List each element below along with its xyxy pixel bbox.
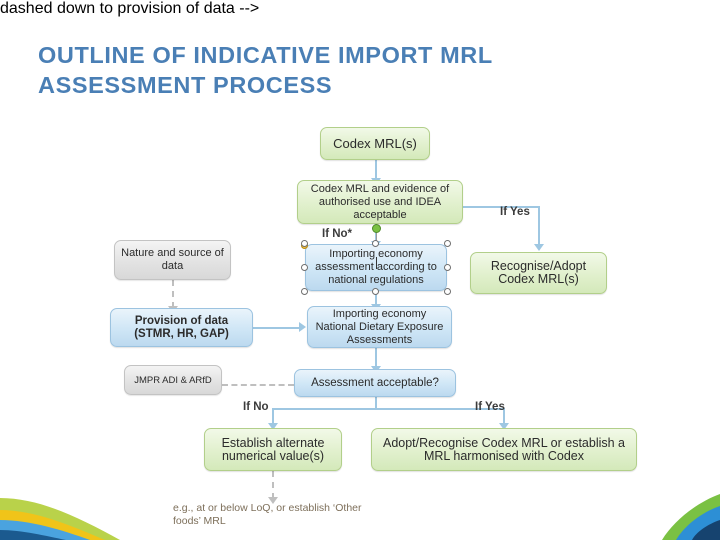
resize-handle-se[interactable] xyxy=(444,288,451,295)
node-adopt-recognise-label: Adopt/Recognise Codex MRL or establish a… xyxy=(382,435,626,463)
connector-branch-right xyxy=(503,408,505,425)
connector-assessment-stem xyxy=(375,397,377,409)
resize-handle-w[interactable] xyxy=(301,264,308,271)
node-codex-mrls[interactable]: Codex MRL(s) xyxy=(320,127,430,160)
resize-handle-ne[interactable] xyxy=(444,240,451,247)
branch-label-if-yes-top: If Yes xyxy=(500,206,530,218)
node-nature-source-data[interactable]: Nature and source of data xyxy=(114,240,231,280)
connector-evidence-to-recognise-v xyxy=(538,206,540,246)
arrowhead-establish-to-footnote xyxy=(268,497,278,504)
node-establish-alternate[interactable]: Establish alternate numerical value(s) xyxy=(204,428,342,471)
resize-handle-e[interactable] xyxy=(444,264,451,271)
node-footnote-label: e.g., at or below LoQ, or establish ‘Oth… xyxy=(173,502,362,527)
connector-jmpr-to-assessment xyxy=(222,384,294,386)
node-jmpr-adi-arfd[interactable]: JMPR ADI & ARfD xyxy=(124,365,222,395)
resize-handle-sw[interactable] xyxy=(301,288,308,295)
node-national-dietary[interactable]: Importing economy National Dietary Expos… xyxy=(307,306,452,348)
connector-importing-to-dietary xyxy=(375,291,377,306)
connector-dietary-to-assessment xyxy=(375,348,377,368)
arrowhead-provision-to-dietary xyxy=(299,322,306,332)
connector-evidence-to-recognise-h xyxy=(463,206,539,208)
node-codex-evidence-label: Codex MRL and evidence of authorised use… xyxy=(310,182,450,221)
connector-codex-to-evidence xyxy=(375,160,377,180)
node-codex-mrls-label: Codex MRL(s) xyxy=(333,136,417,151)
connector-branch-horizontal xyxy=(272,408,504,410)
node-nature-source-data-label: Nature and source of data xyxy=(121,247,224,272)
resize-handle-n[interactable] xyxy=(372,240,379,247)
node-importing-assessment-label: Importing economy assessment according t… xyxy=(315,248,437,286)
branch-label-if-no-star: If No* xyxy=(322,228,353,240)
node-recognise-adopt-label: Recognise/Adopt Codex MRL(s) xyxy=(490,259,587,286)
decorative-ribbon-left xyxy=(0,468,120,540)
node-provision-of-data[interactable]: Provision of data (STMR, HR, GAP) xyxy=(110,308,253,347)
connector-provision-to-dietary xyxy=(253,327,301,329)
arrowhead-evidence-to-recognise xyxy=(534,244,544,251)
node-recognise-adopt[interactable]: Recognise/Adopt Codex MRL(s) xyxy=(470,252,607,294)
node-adopt-recognise[interactable]: Adopt/Recognise Codex MRL or establish a… xyxy=(371,428,637,471)
rotate-handle[interactable] xyxy=(372,224,381,233)
connector-establish-to-footnote xyxy=(272,471,274,499)
decorative-ribbon-right xyxy=(640,480,720,540)
branch-label-if-yes-bottom: If Yes xyxy=(475,401,505,413)
node-codex-evidence[interactable]: Codex MRL and evidence of authorised use… xyxy=(297,180,463,224)
selection-frame-importing-assessment[interactable]: Importing economy assessment according t… xyxy=(301,224,451,295)
arrowhead-branch-left xyxy=(268,423,278,430)
node-footnote: e.g., at or below LoQ, or establish ‘Oth… xyxy=(168,500,368,530)
text-caret xyxy=(376,257,377,269)
connector-branch-left xyxy=(272,408,274,425)
node-assessment-acceptable[interactable]: Assessment acceptable? xyxy=(294,369,456,397)
node-provision-of-data-label: Provision of data (STMR, HR, GAP) xyxy=(134,314,229,340)
node-assessment-acceptable-label: Assessment acceptable? xyxy=(311,376,439,389)
resize-handle-nw[interactable] xyxy=(301,240,308,247)
node-establish-alternate-label: Establish alternate numerical value(s) xyxy=(221,435,325,463)
branch-label-if-no-bottom: If No xyxy=(243,401,269,413)
rotation-stem xyxy=(376,232,377,244)
arrowhead-branch-right xyxy=(499,423,509,430)
connector-nature-to-provision xyxy=(172,280,174,308)
resize-handle-s[interactable] xyxy=(372,288,379,295)
page-title: OUTLINE OF INDICATIVE IMPORT MRL ASSESSM… xyxy=(38,42,493,98)
node-jmpr-adi-arfd-label: JMPR ADI & ARfD xyxy=(134,374,212,386)
node-national-dietary-label: Importing economy National Dietary Expos… xyxy=(315,307,444,346)
